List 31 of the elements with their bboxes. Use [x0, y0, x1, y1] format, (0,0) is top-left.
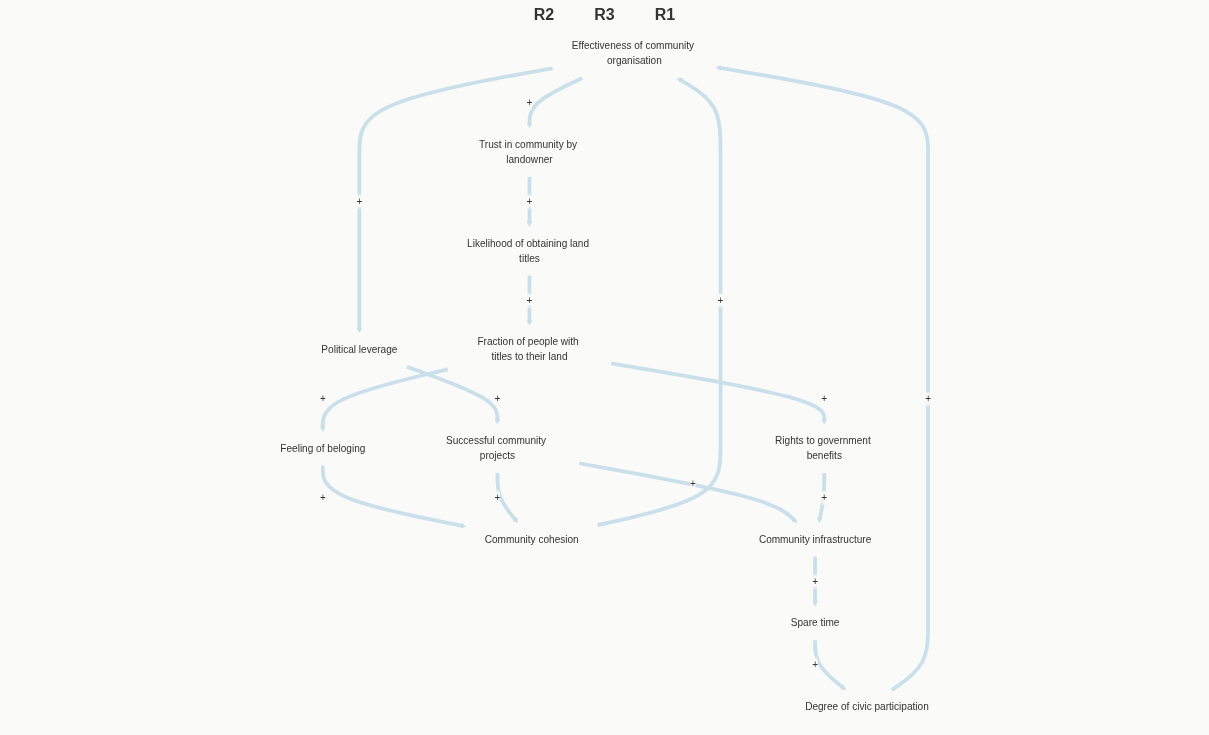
edge-label: +	[526, 97, 533, 108]
edge-label: +	[812, 575, 818, 587]
node-text: Degree of civic participation	[805, 701, 929, 713]
arrow	[578, 461, 798, 523]
node-text: Spare time	[790, 617, 840, 629]
node-text: Trust in community by landowner	[479, 139, 578, 165]
edge-label: +	[689, 478, 696, 489]
edge-label: +	[526, 294, 533, 306]
edge-label: +	[821, 393, 828, 405]
node-text: Community infrastructure	[758, 534, 872, 545]
node-text: Likelihood of obtaining land titles	[467, 237, 590, 264]
node-text: Community cohesion	[484, 534, 579, 545]
edge-label: +	[319, 492, 326, 503]
node-text: Political leverage	[321, 344, 398, 355]
loop-label: R1	[654, 6, 676, 24]
loop-label: R2	[533, 6, 555, 24]
loop-label: R3	[594, 6, 615, 24]
node-text: Rights to government benefits	[775, 435, 871, 462]
edge-label: +	[494, 492, 501, 503]
node-text: Fraction of people with titles to their land	[477, 336, 579, 363]
edge-label: +	[812, 659, 818, 671]
node-text: Effectiveness of community organisation	[571, 40, 695, 67]
node-text: Feeling of beloging	[280, 442, 366, 454]
edge-label: +	[526, 196, 533, 207]
edge-label: +	[717, 294, 724, 306]
edge-label: +	[925, 393, 931, 405]
edge-label: +	[319, 393, 326, 405]
edge-label: +	[494, 393, 501, 405]
node-text: Successful community projects	[445, 435, 547, 462]
edge-label: +	[821, 492, 828, 503]
edge-label: +	[356, 196, 363, 207]
